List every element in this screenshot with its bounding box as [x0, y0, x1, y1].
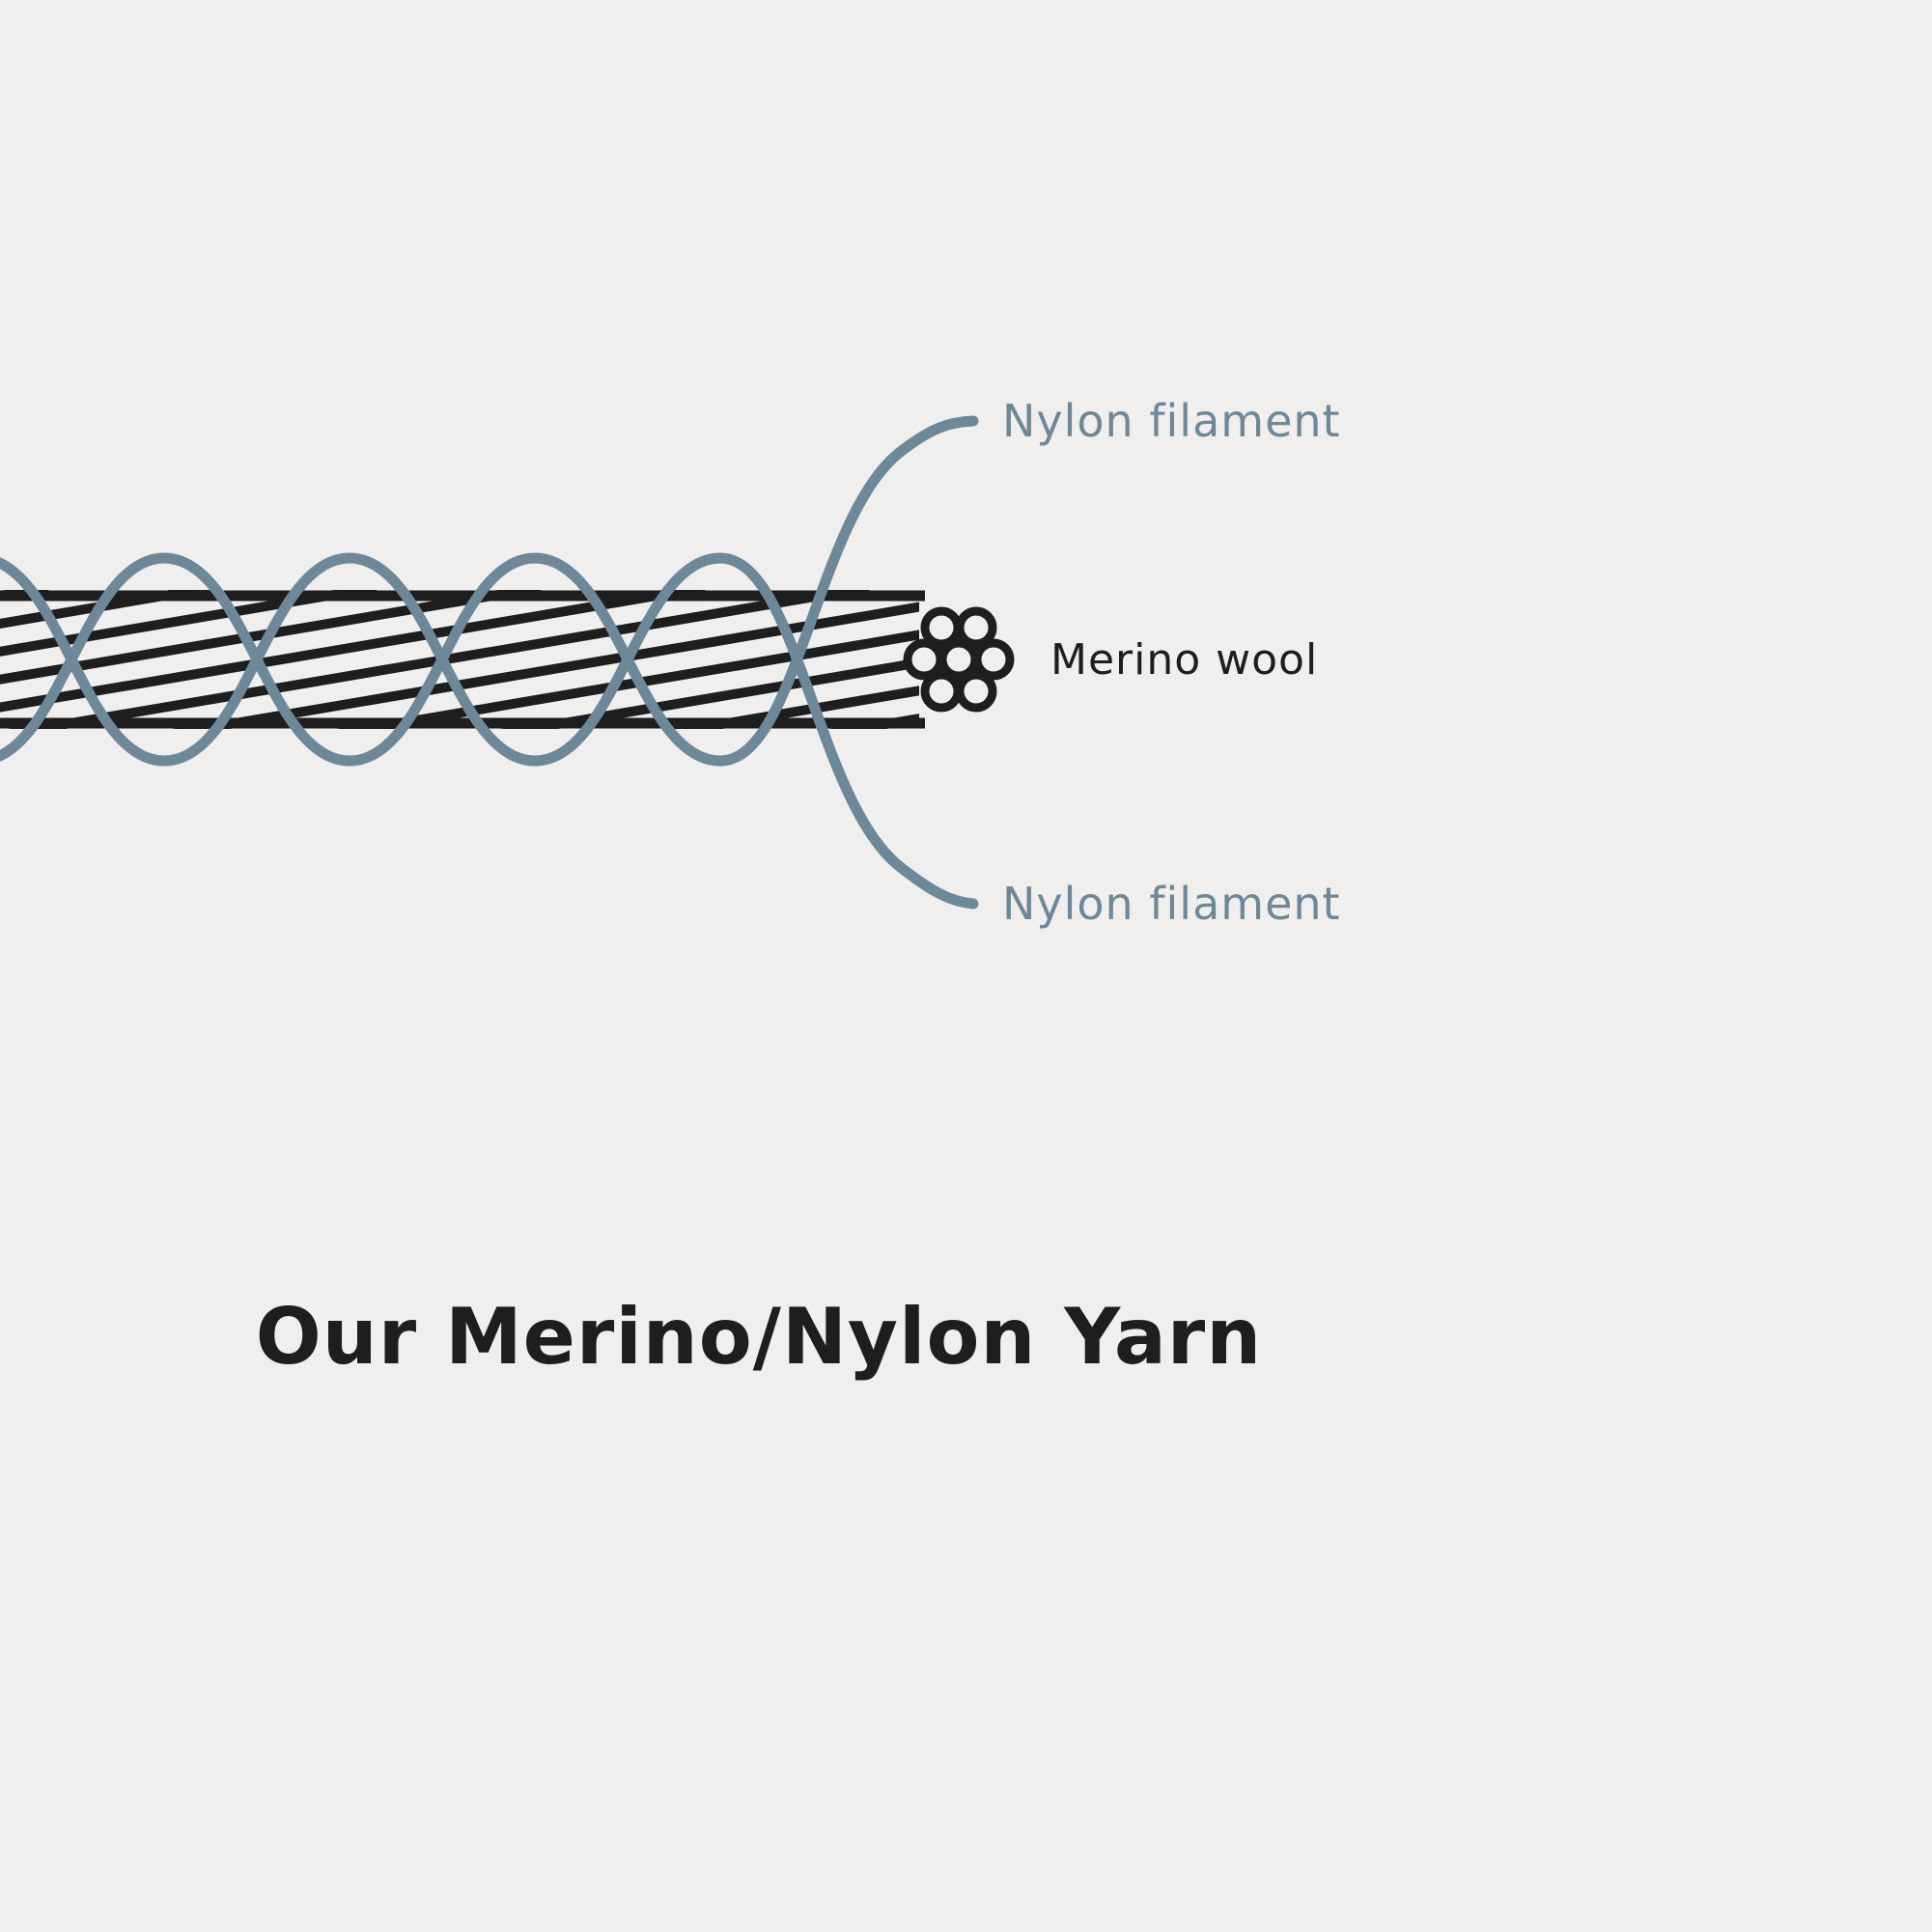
- fiber-end-circle: [972, 638, 1015, 681]
- fiber-end-circle: [920, 670, 963, 713]
- fiber-end-circle: [955, 606, 997, 649]
- diagram-title: Our Merino/Nylon Yarn: [256, 1292, 1262, 1382]
- yarn-twist-strands: [0, 590, 919, 729]
- fiber-end-circle: [903, 638, 945, 681]
- merino-cross-section: [903, 606, 1015, 713]
- fiber-end-circle: [920, 606, 963, 649]
- fiber-end-circle: [938, 638, 980, 681]
- label-nylon-filament-bottom: Nylon filament: [1002, 878, 1341, 930]
- nylon-filament-back-curve: [0, 552, 979, 910]
- label-merino-wool: Merino wool: [1050, 635, 1318, 685]
- label-nylon-filament-top: Nylon filament: [1002, 395, 1341, 447]
- nylon-filament-front-curve: [0, 415, 979, 767]
- fiber-end-circle: [955, 670, 997, 713]
